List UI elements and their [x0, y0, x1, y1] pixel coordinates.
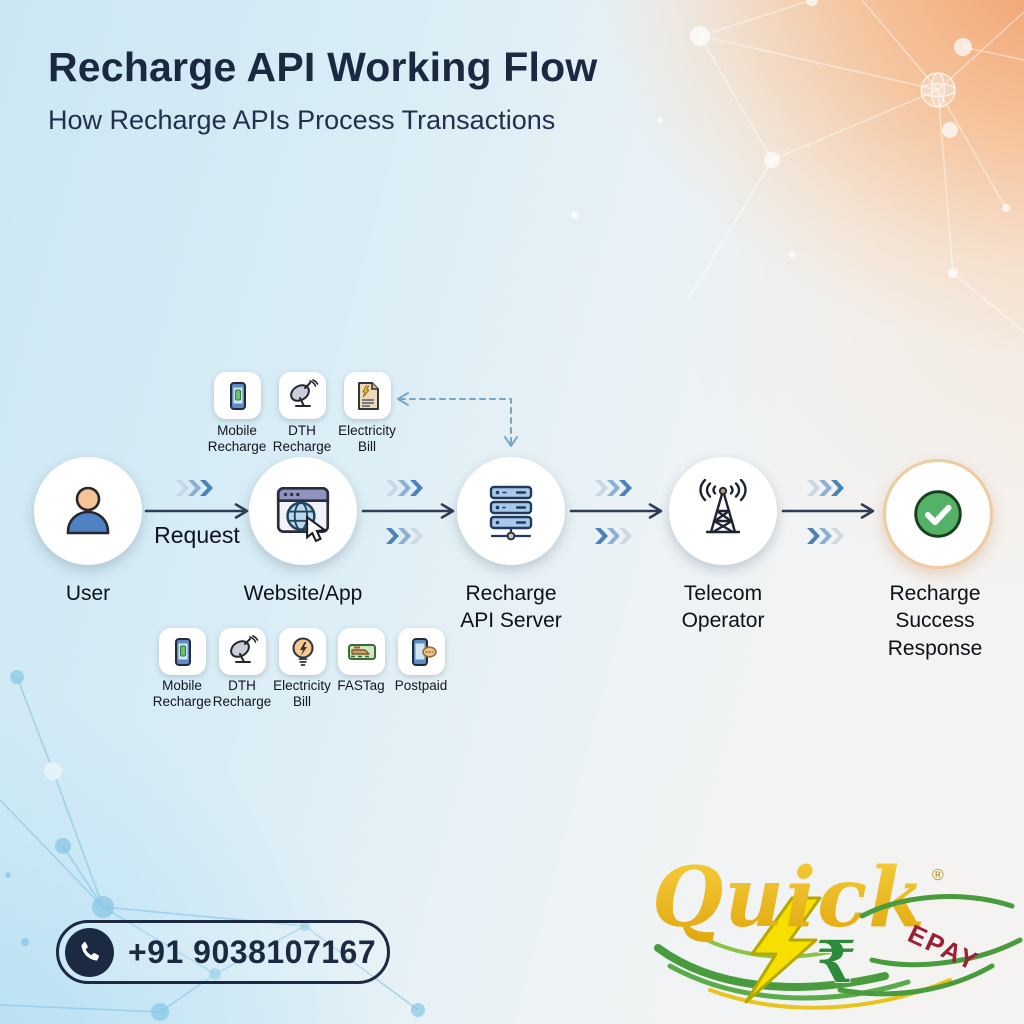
service-tile-fastag-bottom [338, 628, 385, 675]
service-tile-electricity-bill-top [344, 372, 391, 419]
flow-node-recharge-api-server [457, 457, 565, 565]
service-label-dth-recharge-top: DTH Recharge [272, 423, 332, 455]
service-label-electricity-bill-top: Electricity Bill [338, 423, 396, 455]
service-tile-mobile-recharge-top [214, 372, 261, 419]
request-label: Request [154, 522, 240, 548]
service-tile-electricity-bill-bottom [279, 628, 326, 675]
logo-swooshes [654, 932, 995, 1010]
globe-wireframe-icon [920, 72, 956, 108]
service-label-mobile-recharge-bottom: Mobile Recharge [152, 678, 212, 710]
network-dot-light [44, 762, 62, 780]
service-label-mobile-recharge-top: Mobile Recharge [207, 423, 267, 455]
fastag-toll-icon [347, 643, 376, 660]
postpaid-phone-icon [411, 637, 437, 666]
chevrons-above-arrow-1 [176, 480, 213, 496]
lightning-bolt-icon [744, 896, 822, 1004]
satellite-dish-icon [229, 634, 258, 663]
chevrons-above-arrow-4 [807, 480, 844, 496]
flow-node-website-app [249, 457, 357, 565]
chevrons-below-arrow-2 [386, 528, 423, 544]
network-dots-bottom-left [5, 670, 425, 1021]
flow-node-label-recharge-api-server: Recharge API Server [460, 582, 562, 633]
flow-node-recharge-success-response [883, 459, 993, 569]
chevrons-below-arrow-3 [595, 528, 632, 544]
logo-brand-text: Quick [652, 850, 926, 946]
phone-contact: +91 9038107167 [56, 920, 390, 984]
lightbulb-bolt-icon [292, 637, 313, 666]
phone-number: +91 9038107167 [128, 933, 377, 970]
mobile-phone-icon [229, 381, 246, 410]
flow-node-label-user: User [65, 582, 111, 605]
electricity-bill-document-icon [357, 381, 379, 410]
mobile-phone-icon [174, 637, 191, 666]
server-stack-icon [489, 485, 533, 541]
user-icon [66, 486, 110, 535]
rupee-symbol: ₹ [816, 928, 856, 996]
flow-arrows [144, 503, 875, 519]
dashed-feedback-connector [397, 392, 518, 447]
service-label-postpaid-bottom: Postpaid [394, 678, 448, 693]
service-tile-dth-recharge-top [279, 372, 326, 419]
chevrons-above-arrow-2 [386, 480, 423, 496]
flow-node-label-recharge-success-response: Recharge Success Response [887, 582, 983, 660]
service-label-fastag-bottom: FASTag [337, 678, 385, 693]
brand-logo: ₹ Quick ® EPAY [652, 850, 1023, 1010]
flow-node-label-telecom-operator: Telecom Operator [681, 582, 765, 633]
satellite-dish-icon [289, 378, 318, 407]
page-title: Recharge API Working Flow [48, 44, 598, 90]
browser-globe-cursor-icon [276, 486, 330, 543]
network-lines-top-right [687, 0, 1024, 333]
service-tile-postpaid-bottom [398, 628, 445, 675]
service-label-dth-recharge-bottom: DTH Recharge [212, 678, 272, 710]
success-checkmark-icon [914, 490, 962, 538]
flow-node-label-website-app: Website/App [243, 582, 363, 605]
telecom-tower-icon [699, 479, 747, 534]
flow-node-telecom-operator [669, 457, 777, 565]
phone-icon [65, 927, 114, 977]
flow-node-user [34, 457, 142, 565]
chevrons-above-arrow-3 [595, 480, 632, 496]
service-tile-mobile-recharge-bottom [159, 628, 206, 675]
service-tile-dth-recharge-bottom [219, 628, 266, 675]
service-label-electricity-bill-bottom: Electricity Bill [273, 678, 331, 710]
logo-subbrand-text: EPAY [903, 918, 983, 977]
network-dots-top-right [571, 0, 1010, 278]
registered-mark: ® [932, 867, 944, 884]
header: Recharge API Working Flow How Recharge A… [48, 44, 597, 136]
chevrons-below-arrow-4 [807, 528, 844, 544]
page-subtitle: How Recharge APIs Process Transactions [48, 105, 556, 135]
